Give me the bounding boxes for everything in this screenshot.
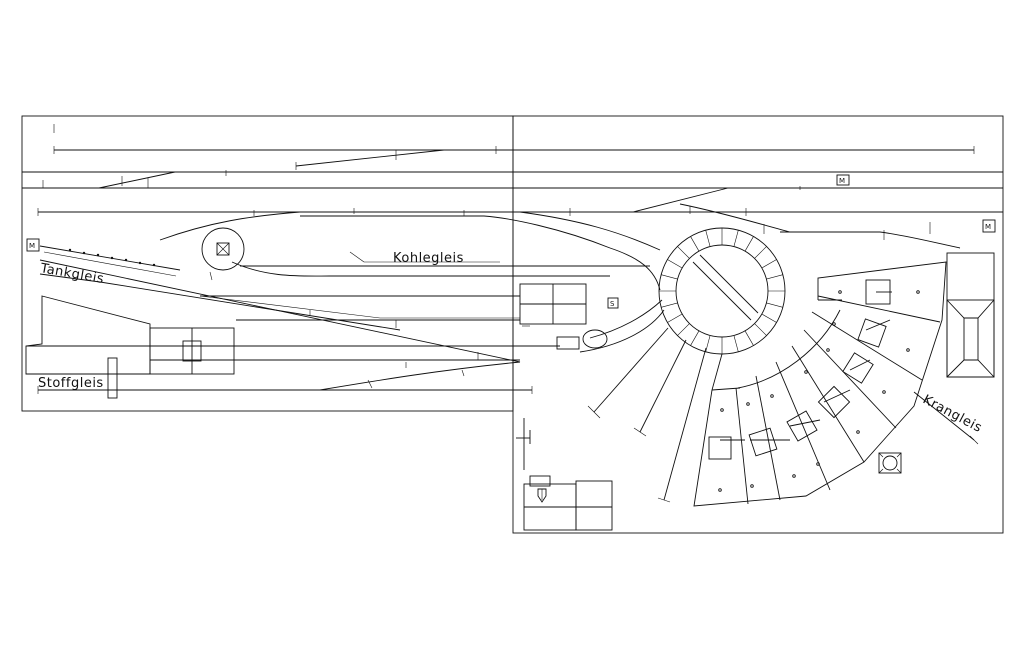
yard-tracks (37, 187, 1003, 277)
turntable-rim-tick (667, 313, 683, 323)
through-tracks (37, 295, 560, 394)
lower-buildings (516, 418, 613, 531)
main-line-track (42, 124, 975, 190)
turntable-rim-tick (761, 259, 777, 269)
m-sign-icon-1: M (836, 174, 850, 186)
coal-buildings (519, 283, 608, 350)
tank-track (39, 245, 521, 363)
label-tankgleis: Tankgleis (38, 261, 105, 287)
crane-track (913, 391, 979, 445)
turntable-rim-tick (761, 313, 777, 323)
turntable (579, 227, 786, 355)
m-sign-label-1: M (839, 177, 845, 185)
turntable-rim-tick (690, 330, 700, 346)
radial-tracks (587, 327, 707, 503)
turntable-rim-tick (744, 330, 754, 346)
turntable-rim-tick (705, 335, 711, 352)
s-sign-label: S (610, 300, 615, 308)
turntable-rim-tick (661, 274, 678, 280)
crane-icon (878, 452, 902, 474)
right-shed (946, 252, 995, 378)
baseboard-outline (21, 115, 1004, 534)
turntable-rim-tick (733, 335, 739, 352)
label-kohlegleis: Kohlegleis (393, 251, 464, 266)
s-sign-icon: S (607, 297, 619, 309)
small-turntable (201, 227, 245, 281)
roundhouse (693, 261, 947, 507)
turntable-rim-tick (754, 246, 767, 259)
turntable-rim-tick (667, 259, 683, 269)
turntable-rim-tick (677, 323, 690, 336)
label-stoffgleis: Stoffgleis (38, 376, 104, 391)
turntable-rim-tick (766, 274, 783, 280)
turntable-rim-tick (661, 302, 678, 308)
m-sign-label-2: M (985, 223, 991, 231)
m-sign-icon-2: M (982, 219, 996, 233)
turntable-rim-tick (733, 230, 739, 247)
turntable-rim-tick (766, 302, 783, 308)
m-sign-icon-3: M (26, 238, 40, 252)
turntable-rim-tick (690, 236, 700, 252)
m-sign-label-3: M (29, 242, 35, 250)
left-buildings (25, 295, 235, 399)
turntable-rim-tick (705, 230, 711, 247)
label-krangleis: Krangleis (920, 392, 984, 436)
turntable-rim-tick (754, 323, 767, 336)
turntable-rim-tick (677, 246, 690, 259)
turntable-rim-tick (744, 236, 754, 252)
